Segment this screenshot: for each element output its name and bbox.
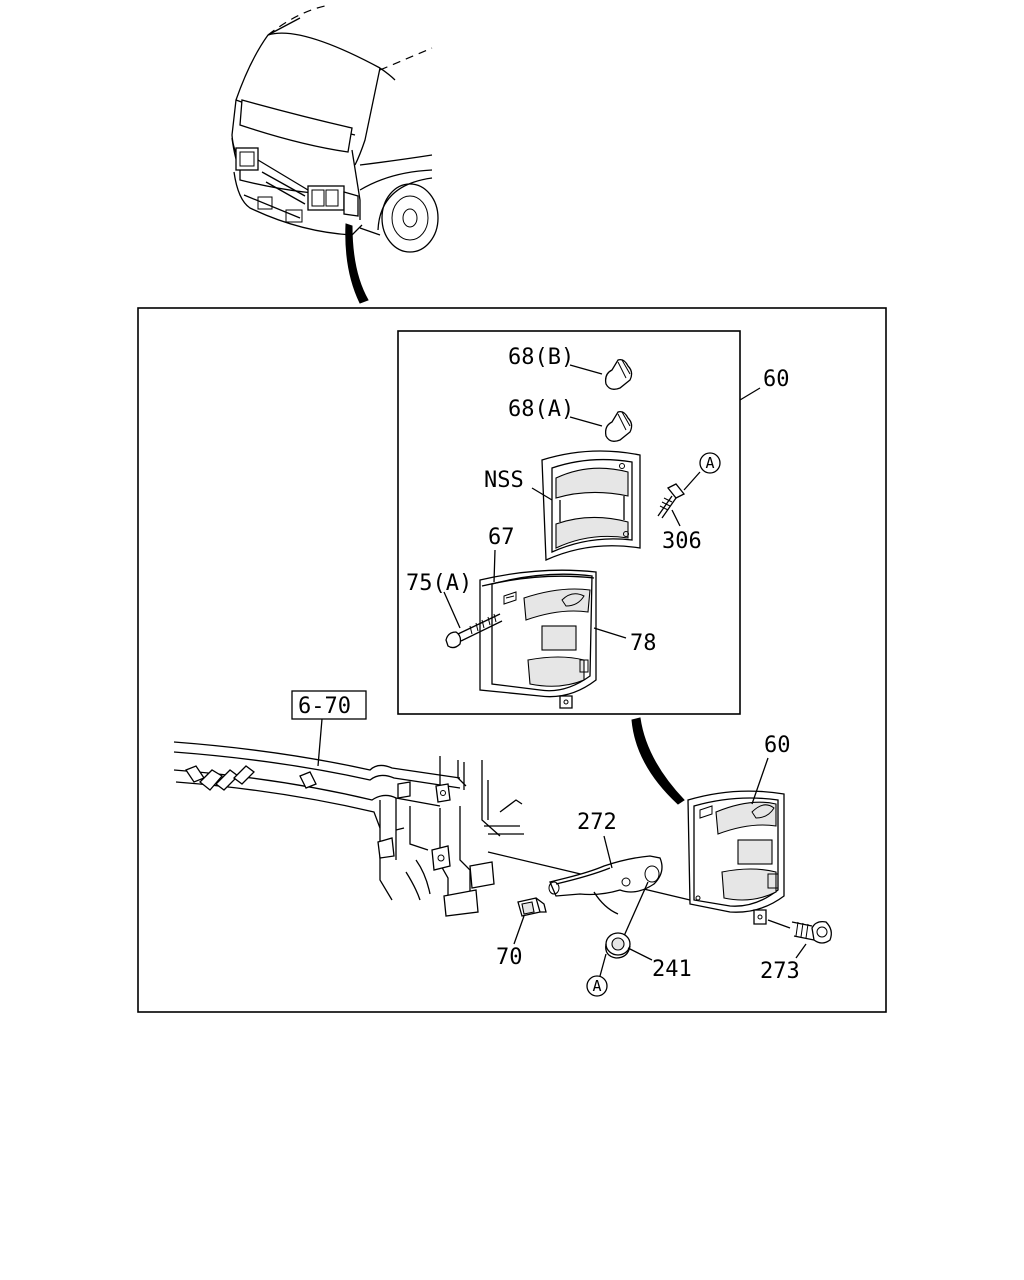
label-241: 241 <box>652 957 692 982</box>
circle-a-label: A <box>705 454 714 472</box>
lamp-assembly-60 <box>687 757 785 925</box>
label-67: 67 <box>488 525 515 550</box>
circle-a-label: A <box>592 977 601 995</box>
label-60-bottom: 60 <box>764 733 791 758</box>
assembly-arrow <box>631 717 685 805</box>
bolt-273 <box>767 919 832 959</box>
circle-a-marker-top: A <box>699 452 721 474</box>
bracket-272 <box>548 835 663 937</box>
reference-6-70 <box>291 690 367 767</box>
label-273: 273 <box>760 959 800 984</box>
label-272: 272 <box>577 810 617 835</box>
label-60-top: 60 <box>763 367 790 392</box>
leader-60-top <box>739 387 761 401</box>
label-68b: 68(B) <box>508 345 574 370</box>
label-306: 306 <box>662 529 702 554</box>
label-68a: 68(A) <box>508 397 574 422</box>
label-70: 70 <box>496 945 523 970</box>
bulb-68a <box>569 410 633 442</box>
detail-frame <box>137 307 887 1013</box>
truck-cab-illustration <box>231 4 439 304</box>
grommet-241 <box>599 932 653 977</box>
nut-70 <box>513 897 547 945</box>
circle-a-marker-bottom: A <box>586 975 608 997</box>
exploded-view-frame <box>397 330 741 715</box>
label-6-70: 6-70 <box>298 694 351 719</box>
chassis-frame <box>173 741 691 917</box>
lens-78 <box>479 549 627 709</box>
lamp-housing-nss <box>531 450 641 561</box>
label-nss: NSS <box>484 468 524 493</box>
bulb-68b <box>569 358 633 390</box>
label-78: 78 <box>630 631 657 656</box>
label-75a: 75(A) <box>406 571 472 596</box>
screw-75a <box>443 591 503 649</box>
screw-306 <box>657 471 701 527</box>
